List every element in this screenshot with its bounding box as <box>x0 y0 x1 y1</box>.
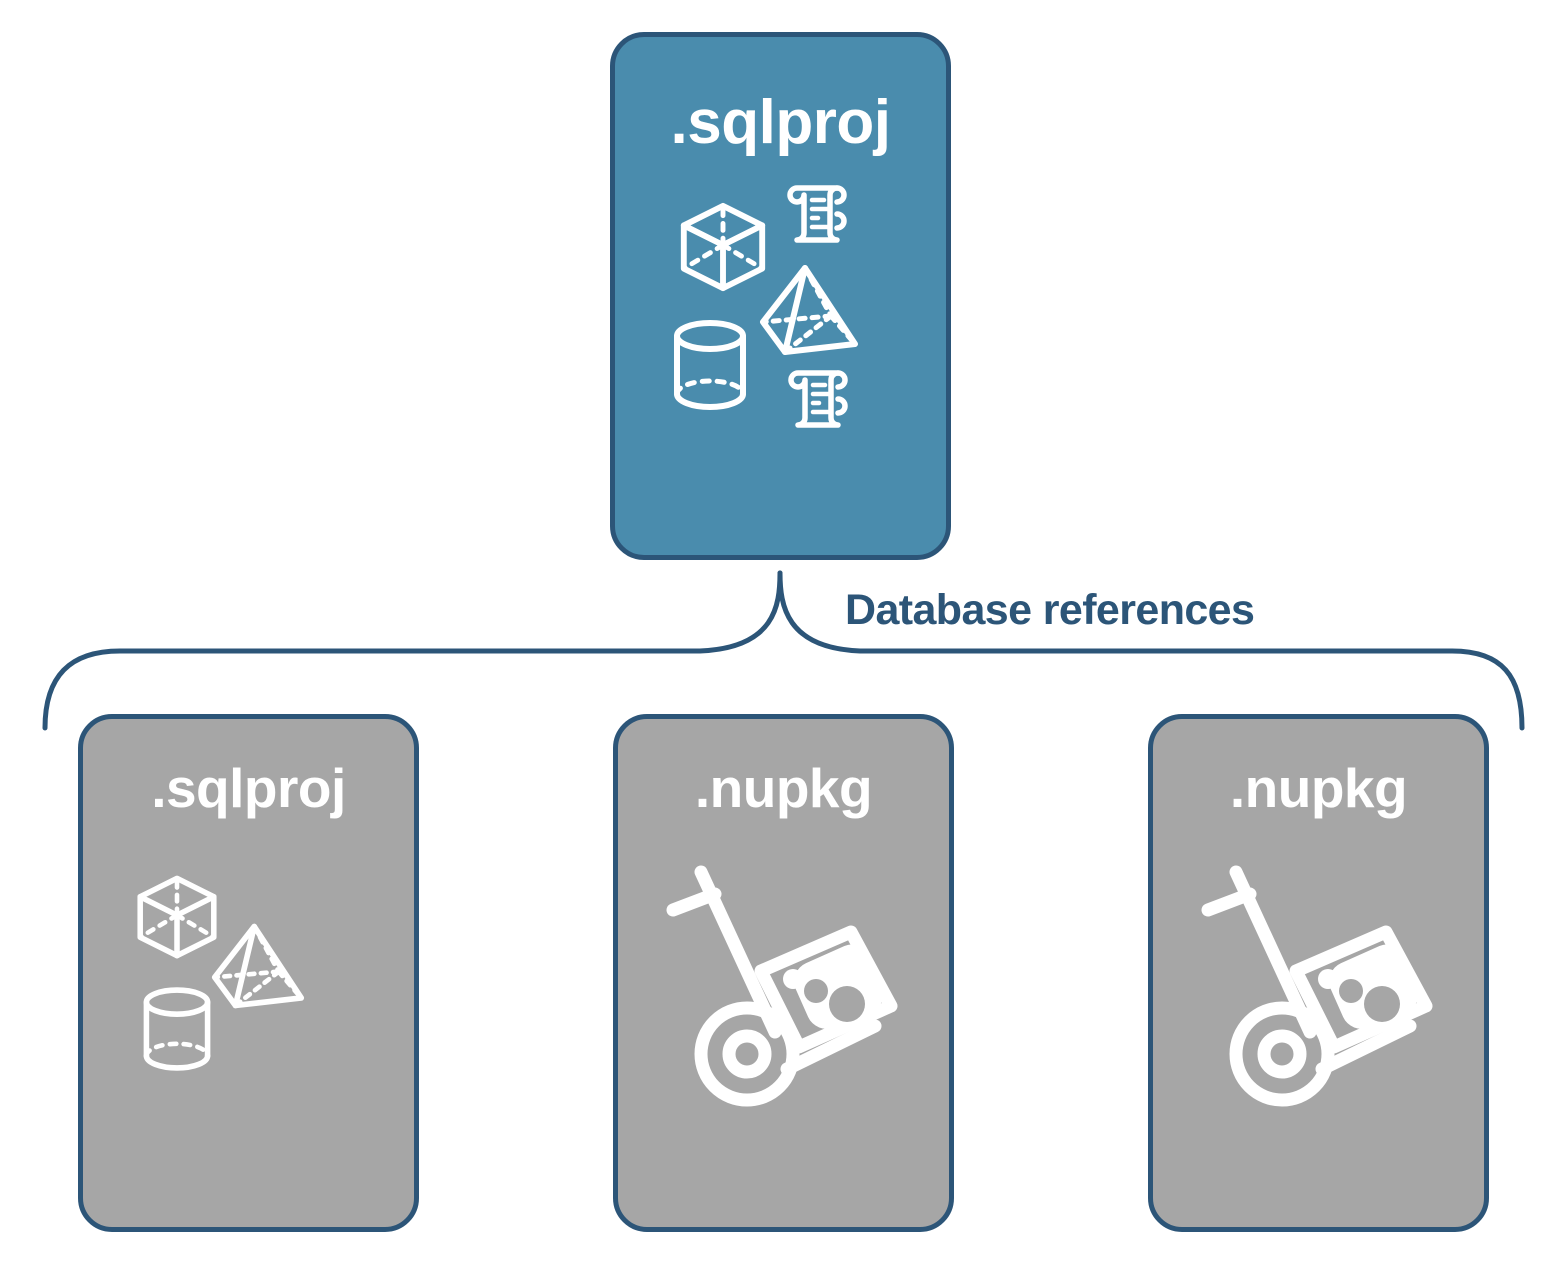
root-node-icon-group <box>656 176 906 441</box>
reference-node-nupkg-2[interactable]: .nupkg <box>1148 714 1489 1232</box>
pyramid-wireframe-icon <box>759 265 858 355</box>
scroll-script-icon <box>787 370 848 428</box>
root-sqlproj-node[interactable]: .sqlproj <box>610 32 951 560</box>
reference-node-icon-group <box>131 871 346 1086</box>
reference-node-nupkg-1[interactable]: .nupkg <box>613 714 954 1232</box>
pyramid-wireframe-icon <box>211 923 305 1009</box>
cylinder-wireframe-icon <box>143 987 211 1071</box>
nuget-hand-truck-package-icon <box>1201 865 1432 1107</box>
reference-node-icon-group <box>639 854 929 1124</box>
cube-wireframe-icon <box>680 202 765 292</box>
reference-node-label: .sqlproj <box>151 757 346 819</box>
database-references-label: Database references <box>845 586 1255 634</box>
root-node-label: .sqlproj <box>670 88 891 157</box>
cylinder-wireframe-icon <box>673 320 746 410</box>
nuget-hand-truck-package-icon <box>666 865 897 1107</box>
reference-node-sqlproj[interactable]: .sqlproj <box>78 714 419 1232</box>
cube-wireframe-icon <box>137 875 217 959</box>
reference-node-label: .nupkg <box>694 757 873 819</box>
reference-node-label: .nupkg <box>1229 757 1408 819</box>
scroll-script-icon <box>786 185 847 243</box>
reference-node-icon-group <box>1174 854 1464 1124</box>
